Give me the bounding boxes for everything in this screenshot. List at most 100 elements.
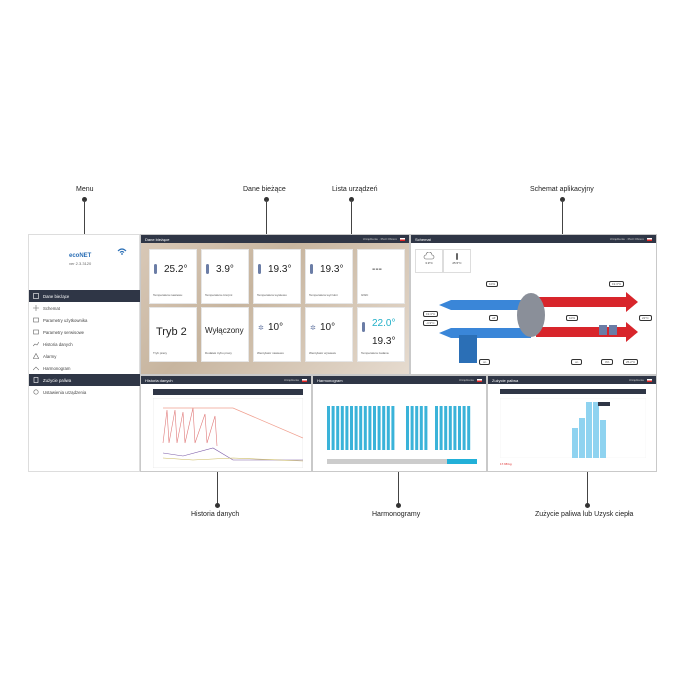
- zuzycie-toolbar: [500, 389, 646, 394]
- tile-went-nawiewu[interactable]: ✲10°Wentylator nawiewu: [253, 307, 301, 362]
- fuel-tooltip: [598, 402, 610, 406]
- label-right-temp: 22°C: [639, 315, 652, 321]
- menu-item-dane-biezace[interactable]: Dane bieżące: [29, 290, 141, 302]
- schedule-bar: [444, 406, 448, 450]
- thermometer-icon: [456, 253, 458, 260]
- callout-schemat: Schemat aplikacyjny: [530, 186, 594, 193]
- schedule-bar: [377, 406, 381, 450]
- callout-historia-line: [217, 472, 218, 504]
- dane-header: Dane bieżące Urządzenie · Piotr Obrero: [141, 235, 409, 243]
- flag-pl-icon[interactable]: [647, 378, 652, 382]
- tile-temp-nawiewu[interactable]: 25.2°Temperatura nawiewu: [149, 249, 197, 304]
- callout-lista-dot: [349, 197, 354, 202]
- schedule-bar: [467, 406, 471, 450]
- schedule-bar: [462, 406, 466, 450]
- user-params-icon: [33, 317, 39, 323]
- schema-icon: [33, 305, 39, 311]
- stairs-block: [459, 335, 477, 363]
- history-icon: [33, 341, 39, 347]
- thermometer-icon: [154, 264, 157, 274]
- menu-item-historia-danych[interactable]: Historia danych: [29, 338, 141, 350]
- thermometer-icon: [206, 264, 209, 274]
- callout-menu: Menu: [76, 186, 94, 193]
- label-left-temp-2: -3.9°C: [423, 320, 438, 326]
- menu-item-zuzycie-paliwa[interactable]: Zużycie paliwa: [29, 374, 141, 386]
- schedule-bar: [458, 406, 461, 450]
- schedule-bar: [415, 406, 419, 450]
- callout-lista-line: [351, 200, 352, 234]
- schedule-bar: [419, 406, 423, 450]
- home-icon: [33, 293, 39, 299]
- schedule-bar: [340, 406, 344, 450]
- menu-item-parametry-serwisowe[interactable]: Parametry serwisowe: [29, 326, 141, 338]
- historia-toolbar: [153, 389, 303, 395]
- tile-temp-czerpni[interactable]: 3.9°Temperatura czerpni: [201, 249, 249, 304]
- zuzycie-header-right[interactable]: Urządzenie: [629, 378, 652, 382]
- fuel-bar-3: [586, 402, 592, 458]
- flag-pl-icon[interactable]: [302, 378, 307, 382]
- fuel-icon: [33, 377, 39, 383]
- schedule-progress-fill[interactable]: [447, 459, 477, 464]
- callout-dane-dot: [264, 197, 269, 202]
- schedule-progress-track: [327, 459, 477, 464]
- schedule-bar: [354, 406, 358, 450]
- callout-harm-dot: [396, 503, 401, 508]
- device-settings-icon: [33, 389, 39, 395]
- harmonogram-header-right[interactable]: Urządzenie: [459, 378, 482, 382]
- label-on-left: on: [479, 359, 491, 365]
- callout-schemat-line: [562, 200, 563, 234]
- callout-dane: Dane bieżące: [243, 186, 286, 193]
- tile-temp-wywiewu[interactable]: 19.3°Temperatura wywiewu: [253, 249, 301, 304]
- schemat-header-right[interactable]: Urządzenie · Piotr Obrero: [610, 237, 652, 241]
- flag-pl-icon[interactable]: [400, 237, 405, 241]
- schedule-bar: [410, 406, 414, 450]
- callout-dane-line: [266, 200, 267, 234]
- callout-zuzycie: Zużycie paliwa lub Uzysk ciepła: [535, 511, 634, 518]
- thermometer-icon: [258, 264, 261, 274]
- fuel-bar-5: [600, 420, 606, 458]
- fan-icon: ✲: [258, 325, 264, 332]
- heat-exchanger: [517, 293, 545, 337]
- menu-item-harmonogram[interactable]: Harmonogram: [29, 362, 141, 374]
- fuel-bars: [500, 398, 646, 458]
- schedule-bar: [350, 406, 353, 450]
- tile-temp-zadana[interactable]: 22.0°19.3°Temperatura zadana: [357, 307, 405, 362]
- fuel-bar-4: [593, 402, 599, 458]
- tile-went-wywiewu[interactable]: ✲10°Wentylator wywiewu: [305, 307, 353, 362]
- red-arrow-bottom: [536, 322, 638, 342]
- thermometer-icon: [310, 264, 313, 274]
- schedule-bar: [327, 406, 330, 450]
- fuel-bar-1: [572, 428, 578, 458]
- weather-box-cloud: 3.9°C: [415, 249, 443, 273]
- red-arrow-top: [536, 292, 638, 312]
- label-mid-pct: 10%: [566, 315, 579, 321]
- schema-diagram: [439, 292, 638, 363]
- schedule-bar: [435, 406, 438, 450]
- callout-menu-line: [84, 200, 85, 234]
- flag-pl-icon[interactable]: [477, 378, 482, 382]
- menu-item-ustawienia-urzadzenia[interactable]: Ustawienia urządzenia: [29, 386, 141, 398]
- menu-item-parametry-uzytkownika[interactable]: Parametry użytkownika: [29, 314, 141, 326]
- schedule-bar: [424, 406, 428, 450]
- schedule-bar: [406, 406, 409, 450]
- menu-item-schemat[interactable]: Schemat: [29, 302, 141, 314]
- fuel-total: 17.98 kg: [500, 462, 512, 466]
- tile-gwc[interactable]: ---GWC: [357, 249, 405, 304]
- label-top-pct: 10%: [486, 281, 499, 287]
- historia-header-right[interactable]: Urządzenie: [284, 378, 307, 382]
- menu-item-alarmy[interactable]: Alarmy: [29, 350, 141, 362]
- flag-pl-icon[interactable]: [647, 237, 652, 241]
- dane-header-right[interactable]: Urządzenie · Piotr Obrero: [363, 237, 405, 241]
- label-off: off: [489, 315, 499, 321]
- tile-temp-wyrzutni[interactable]: 19.3°Temperatura wyrzutni: [305, 249, 353, 304]
- weather-box-temp: 25.5°C: [443, 249, 471, 273]
- schedule-bar: [331, 406, 335, 450]
